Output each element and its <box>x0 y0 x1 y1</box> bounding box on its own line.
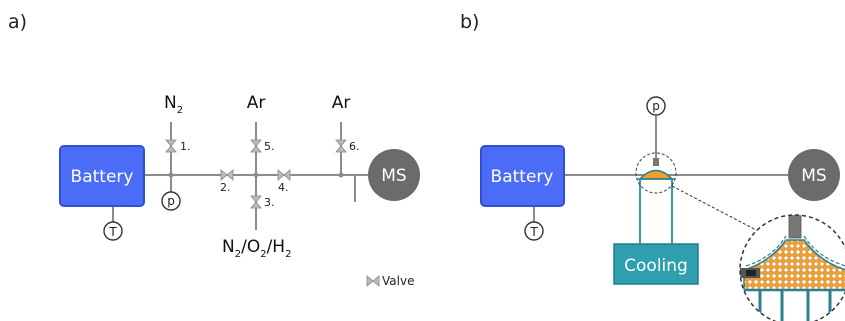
panel-a-label: a) <box>8 11 27 33</box>
battery-box <box>480 145 565 207</box>
valve-2-label: 2. <box>220 181 231 194</box>
panel-a: a) Battery T p MS N2 Ar Ar N2/O2/H2 <box>8 11 420 288</box>
valve-5-icon <box>250 139 262 153</box>
valve-1-icon <box>165 139 177 153</box>
ms-label: MS <box>381 166 406 186</box>
battery-box <box>59 145 145 207</box>
gas-ar-left-label: Ar <box>247 93 266 113</box>
valve-4-label: 4. <box>278 181 289 194</box>
valve-6-label: 6. <box>349 140 360 153</box>
valve-3-icon <box>250 195 262 209</box>
cold-trap-zoom-detail <box>739 214 845 321</box>
temperature-sensor-icon <box>103 221 123 241</box>
temperature-sensor-label: T <box>529 225 538 239</box>
battery-label: Battery <box>491 167 554 187</box>
junction-dot <box>168 172 174 178</box>
gas-ar-right-label: Ar <box>332 93 351 113</box>
valve-3-label: 3. <box>264 196 275 209</box>
zoom-connector-line <box>671 185 761 233</box>
cooling-box <box>613 243 699 285</box>
valve-legend-icon <box>366 275 380 287</box>
panel-b: b) Battery T p MS Cooling <box>460 11 845 321</box>
panel-b-label: b) <box>460 11 479 33</box>
valve-5-label: 5. <box>264 140 275 153</box>
temperature-sensor-label: T <box>108 225 117 239</box>
gas-mix-label: N2/O2/H2 <box>222 237 291 260</box>
pressure-sensor-label: p <box>652 99 660 113</box>
junction-dot <box>338 172 344 178</box>
valve-4-icon <box>277 169 291 181</box>
mass-spectrometer <box>368 149 420 201</box>
valve-2-icon <box>220 169 234 181</box>
ms-label: MS <box>801 166 826 186</box>
junction-dot <box>253 172 259 178</box>
pressure-sensor-icon <box>646 96 666 116</box>
cold-trap-icon <box>637 158 675 180</box>
cooling-label: Cooling <box>624 256 688 276</box>
valve-legend-label: Valve <box>382 274 414 288</box>
pressure-sensor-label: p <box>167 194 175 208</box>
valve-1-label: 1. <box>180 140 191 153</box>
temperature-sensor-icon <box>524 221 544 241</box>
battery-label: Battery <box>71 167 134 187</box>
pressure-sensor-icon <box>161 191 181 211</box>
mass-spectrometer <box>788 149 840 201</box>
trap-highlight-circle <box>635 152 677 194</box>
gas-n2-label: N2 <box>164 93 183 116</box>
valve-6-icon <box>335 139 347 153</box>
